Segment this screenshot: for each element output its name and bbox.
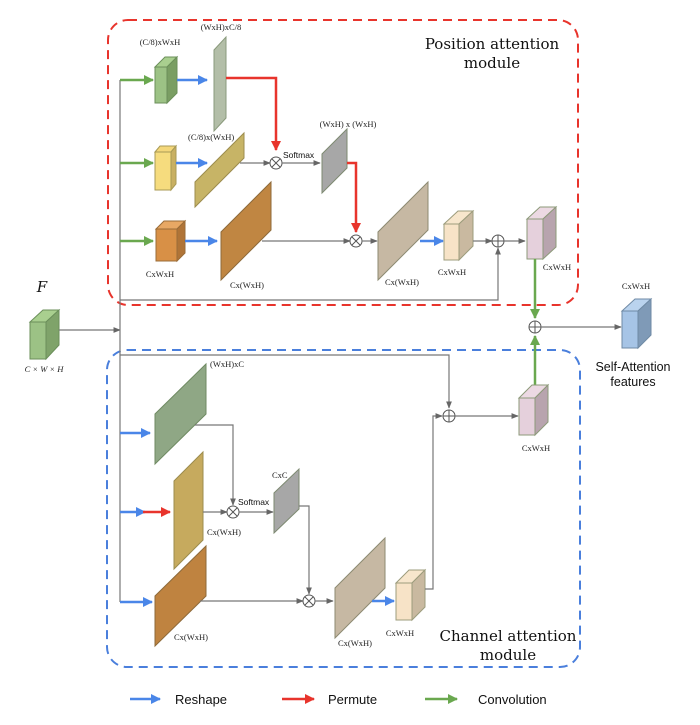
output-dims: CxWxH (622, 281, 650, 291)
multiply-op-position-2 (349, 234, 363, 248)
legend-label-convolution: Convolution (478, 692, 547, 707)
query-conv-label: (C/8)xWxH (140, 37, 181, 47)
key-reshape-label: (C/8)x(WxH) (188, 132, 234, 142)
legend-item-convolution: Convolution (425, 692, 547, 707)
softmax-label-channel: Softmax (238, 497, 270, 507)
position-attention-map (321, 127, 348, 195)
add-op-position (491, 234, 505, 248)
input-feature-cube (28, 308, 61, 361)
legend-label-permute: Permute (328, 692, 377, 707)
channel-attention-map-label: CxC (272, 470, 288, 480)
value-conv-cube (154, 219, 187, 263)
position-product-plane (377, 180, 429, 282)
input-dims: C × W × H (25, 364, 65, 374)
channel-product-plane (334, 536, 386, 640)
position-reshaped-label: CxWxH (438, 267, 466, 277)
position-product-label: Cx(WxH) (385, 277, 419, 287)
key-conv-cube (153, 144, 178, 192)
channel-reshaped-cube (394, 568, 427, 622)
transpose-to-multiply-line (195, 424, 236, 506)
value-reshape-label: Cx(WxH) (230, 280, 264, 290)
channel-module-border (106, 349, 581, 668)
position-module-title: Position attention (425, 35, 560, 53)
query-reshape-label: (WxH)xC/8 (201, 22, 242, 32)
position-module-title-2: module (464, 54, 520, 72)
channel-product-label: Cx(WxH) (338, 638, 372, 648)
softmax-label-position: Softmax (283, 150, 315, 160)
channel-output-cube (517, 383, 550, 437)
add-op-channel (442, 409, 456, 423)
legend-item-reshape: Reshape (130, 692, 227, 707)
multiply-op-channel-2 (302, 594, 316, 608)
permute-arrow-position (226, 76, 281, 151)
multiply-op-position-1 (269, 156, 283, 170)
channel-residual-line (120, 354, 452, 409)
channel-permuted-label: Cx(WxH) (207, 527, 241, 537)
channel-transpose-label: (WxH)xC (210, 359, 244, 369)
position-module-border (107, 19, 579, 306)
channel-permuted-plane (173, 450, 204, 571)
output-label: Self-Attention (595, 360, 670, 374)
query-reshape-plane (213, 35, 227, 133)
channel-transpose-plane (154, 362, 207, 466)
legend-label-reshape: Reshape (175, 692, 227, 707)
channel-reshaped-to-add-line (425, 413, 443, 590)
query-conv-cube (153, 55, 179, 105)
attention-to-multiply-line (299, 505, 312, 595)
channel-module-title: Channel attention (440, 627, 577, 645)
channel-module-title-2: module (480, 646, 536, 664)
channel-output-label: CxWxH (522, 443, 550, 453)
output-feature-cube (620, 297, 653, 350)
position-residual-line (120, 247, 501, 301)
value-conv-label: CxWxH (146, 269, 174, 279)
position-output-label: CxWxH (543, 262, 571, 272)
add-op-final (528, 320, 542, 334)
channel-reshaped-label: Cx(WxH) (174, 632, 208, 642)
legend-item-permute: Permute (282, 692, 377, 707)
position-output-cube (525, 205, 558, 261)
position-attention-map-label: (WxH) x (WxH) (320, 119, 377, 129)
value-reshape-plane (220, 180, 272, 282)
key-reshape-plane (194, 131, 245, 209)
permute-arrow-attention (347, 161, 361, 233)
channel-reshaped-plane (154, 544, 207, 648)
position-reshaped-cube (442, 209, 475, 262)
output-label-2: features (610, 375, 655, 389)
channel-attention-map (273, 467, 300, 535)
channel-reshaped-out-label: CxWxH (386, 628, 414, 638)
input-symbol: F (36, 278, 48, 296)
multiply-op-channel-1 (226, 505, 240, 519)
